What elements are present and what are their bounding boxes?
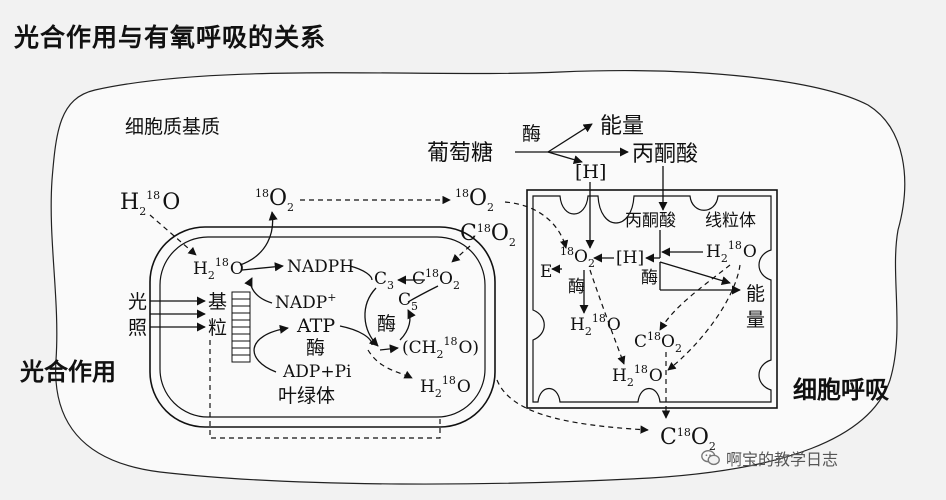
adp-pi-label: ADP+Pi: [282, 362, 352, 382]
h2o-chloroplast: H218O: [193, 256, 244, 282]
chloroplast-to-co2-bottom: [496, 379, 649, 434]
enzyme-chloroplast-1: 酶: [306, 337, 325, 359]
pyruvate-mito: 丙酮酸: [625, 211, 676, 231]
o2-to-h2o-2: [589, 269, 626, 365]
energy-branch-arrow: [547, 123, 593, 153]
o2-absorbed-label: 18O2: [455, 186, 494, 214]
grana-stack: [231, 291, 251, 363]
co2-cytoplasm-label: C18O2: [460, 221, 516, 249]
c5-to-co2: [407, 285, 439, 303]
page-title: 光合作用与有氧呼吸的关系: [14, 23, 327, 52]
h2o-chloroplast-product: H218O: [420, 374, 471, 400]
cycle-to-ch2o: [379, 344, 399, 354]
nadph-label: NADPH: [287, 257, 354, 277]
c3-label: C3: [374, 269, 394, 292]
o2-into-mito: [504, 201, 569, 249]
h-branch-arrow: [547, 151, 583, 165]
c5-label: C5: [398, 290, 418, 313]
h2o-cycle-arrow: [367, 349, 413, 379]
ch2o-label: (CH218O): [402, 335, 479, 361]
o2-released-label: 18O2: [255, 186, 294, 214]
energy-glycolysis: 能量: [600, 114, 644, 139]
h2o-mito-to-h2o: [667, 264, 741, 371]
atp-label: ATP: [296, 315, 335, 337]
water-to-nadph: [241, 262, 284, 272]
glucose-label: 葡萄糖: [427, 141, 493, 166]
mitochondria-inner: [532, 195, 772, 403]
co2-chloroplast: C18O2: [412, 267, 460, 292]
energy-mito-1: 能: [746, 283, 765, 305]
nadp-label: NADP+: [275, 291, 336, 313]
water-split-to-o2: [239, 211, 278, 266]
h2o-into-chloroplast: [149, 214, 197, 256]
enzyme-chloroplast-2: 酶: [377, 313, 396, 335]
cytoplasm-matrix-label: 细胞质基质: [125, 116, 220, 138]
chloroplast-label: 叶绿体: [278, 385, 335, 407]
co2-mito: C18O2: [634, 330, 682, 355]
c3-cycle: [364, 287, 379, 347]
enzyme-mito-1: 酶: [568, 277, 585, 297]
watermark: 啊宝的教学日志: [700, 446, 838, 470]
photosynthesis-label: 光合作用: [20, 358, 116, 386]
grana-loop-dashed: [209, 340, 441, 439]
cycle-to-c5: [399, 309, 416, 341]
h2o-mito-2: H218O: [612, 363, 663, 389]
light-label-2: 照: [128, 317, 147, 339]
energy-mito-2: 量: [746, 309, 765, 331]
grana-label-2: 粒: [208, 317, 227, 339]
enzyme-glycolysis: 酶: [522, 123, 541, 145]
h2o-mito-1: H218O: [570, 312, 621, 338]
mitochondria-outer: [526, 189, 778, 409]
grana-label-1: 基: [208, 291, 227, 313]
pyruvate-cytoplasm: 丙酮酸: [632, 142, 698, 167]
wechat-icon: [701, 449, 720, 466]
h2o-mito-to-co2: [659, 264, 731, 331]
enzyme-mito-2: 酶: [641, 268, 658, 288]
h2o-top-left: H218O: [120, 189, 180, 218]
h-to-energy-arrow: [659, 261, 731, 286]
respiration-label: 细胞呼吸: [793, 376, 889, 404]
watermark-text: 啊宝的教学日志: [726, 450, 839, 469]
nadph-to-c3: [349, 265, 373, 281]
h-mito: [H]: [616, 248, 644, 268]
mitochondria-label: 线粒体: [705, 211, 756, 231]
co2-into-chloroplast: [451, 245, 471, 263]
co2-bottom-label: C18O2: [660, 425, 716, 453]
adp-to-atp: [253, 324, 289, 373]
h2o-mito-input: H218O: [706, 239, 757, 265]
h-glycolysis: [H]: [575, 161, 606, 183]
nadp-return: [244, 277, 273, 304]
light-label-1: 光: [128, 291, 147, 313]
cell-outline: [50, 70, 906, 485]
e-label: E: [540, 262, 552, 282]
